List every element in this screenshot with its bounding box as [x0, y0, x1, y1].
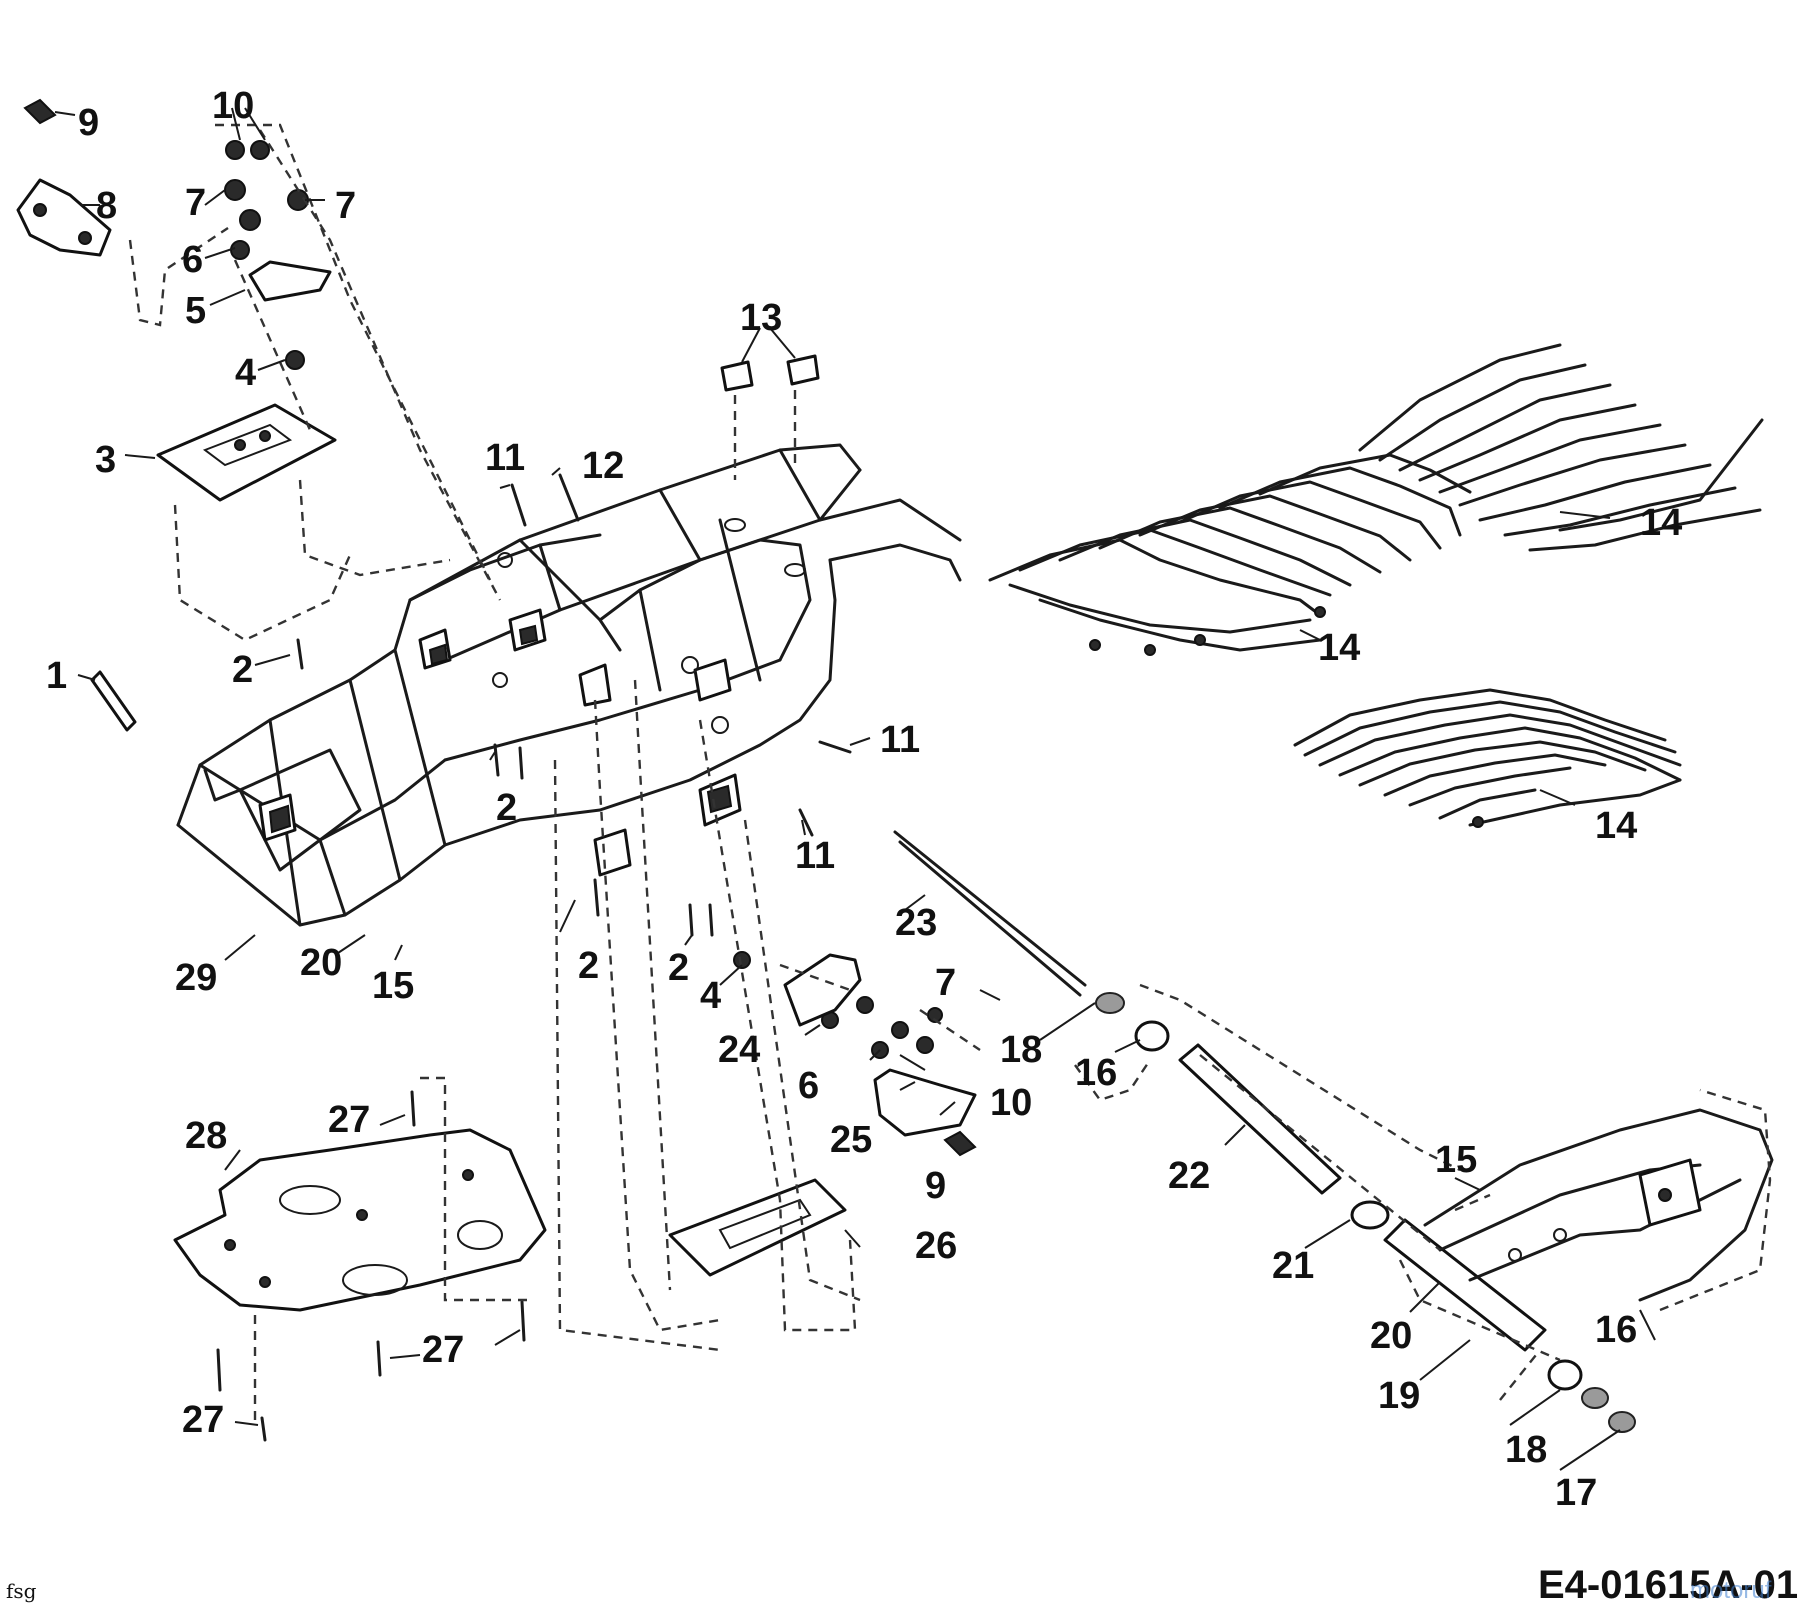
part-24-bracket — [783, 953, 862, 1027]
label-26: 26 — [915, 1225, 957, 1267]
part-18-washer-lower — [1581, 1387, 1609, 1409]
label-10: 10 — [212, 85, 254, 127]
label-7: 7 — [185, 182, 206, 224]
seat-straps-group-lower — [1293, 688, 1682, 828]
label-11: 11 — [485, 437, 525, 479]
label-18: 18 — [1505, 1429, 1547, 1471]
part-19-swingarm — [1383, 1218, 1547, 1352]
part-18-washer-upper — [1095, 992, 1125, 1014]
label-21: 21 — [1272, 1245, 1314, 1287]
part-5-clamp — [248, 260, 332, 302]
label-19: 19 — [1378, 1375, 1420, 1417]
label-9: 9 — [78, 102, 99, 144]
part-3-top-plate — [156, 403, 337, 502]
label-15: 15 — [1435, 1139, 1477, 1181]
part-13-cap-right — [786, 354, 820, 386]
seat-straps-group-middle — [988, 453, 1472, 656]
label-10: 10 — [990, 1082, 1032, 1124]
label-16: 16 — [1075, 1052, 1117, 1094]
label-5: 5 — [185, 290, 206, 332]
seat-straps-group-upper — [1358, 343, 1764, 552]
part-9-bolt-lower — [943, 1130, 977, 1157]
label-2: 2 — [232, 649, 253, 691]
label-28: 28 — [185, 1115, 227, 1157]
label-2: 2 — [668, 947, 689, 989]
label-27: 27 — [182, 1399, 224, 1441]
label-7: 7 — [335, 185, 356, 227]
label-9: 9 — [925, 1165, 946, 1207]
part-13-cap-left — [720, 360, 754, 392]
label-27: 27 — [328, 1099, 370, 1141]
label-3: 3 — [95, 439, 116, 481]
label-11: 11 — [880, 719, 920, 761]
label-29: 29 — [175, 957, 217, 999]
label-14: 14 — [1640, 502, 1682, 544]
label-6: 6 — [798, 1065, 819, 1107]
part-16-bushing-upper — [1134, 1020, 1170, 1052]
leader-lines — [54, 107, 1656, 1471]
corner-tag: fsg — [6, 1579, 37, 1603]
drawing-code: E4-01615A-01 — [1538, 1563, 1798, 1606]
main-frame — [176, 443, 962, 927]
label-18: 18 — [1000, 1029, 1042, 1071]
label-22: 22 — [1168, 1155, 1210, 1197]
label-24: 24 — [718, 1029, 760, 1071]
label-6: 6 — [182, 239, 203, 281]
label-14: 14 — [1595, 805, 1637, 847]
part-23-axle-bolt — [893, 830, 1087, 987]
part-25-bracket — [873, 1068, 977, 1137]
label-2: 2 — [496, 787, 517, 829]
label-4: 4 — [235, 352, 256, 394]
fasteners-upper — [224, 140, 309, 370]
part-22-tube — [1178, 1043, 1342, 1195]
label-14: 14 — [1318, 627, 1360, 669]
label-25: 25 — [830, 1119, 872, 1161]
label-17: 17 — [1555, 1472, 1597, 1514]
part-1-bar — [90, 670, 137, 732]
label-12: 12 — [582, 445, 624, 487]
label-20: 20 — [300, 942, 342, 984]
part-17-nut — [1608, 1411, 1636, 1433]
label-13: 13 — [740, 297, 782, 339]
label-2: 2 — [578, 945, 599, 987]
part-16-bushing-lower — [1547, 1359, 1583, 1391]
label-16: 16 — [1595, 1309, 1637, 1351]
label-11: 11 — [795, 835, 835, 877]
label-15: 15 — [372, 965, 414, 1007]
label-20: 20 — [1370, 1315, 1412, 1357]
part-9-bolt-upper — [23, 98, 57, 125]
part-26-footrest-plate — [668, 1178, 847, 1277]
part-21-bushing — [1350, 1200, 1390, 1230]
label-4: 4 — [700, 975, 721, 1017]
part-labels: 1 2 2 2 2 3 4 4 5 6 6 7 7 7 8 9 9 10 10 … — [46, 85, 1682, 1514]
swingarm-assembly — [1423, 1108, 1774, 1302]
label-8: 8 — [96, 185, 117, 227]
assembly-guide-lines — [128, 123, 1772, 1420]
label-1: 1 — [46, 655, 67, 697]
label-27: 27 — [422, 1329, 464, 1371]
label-23: 23 — [895, 902, 937, 944]
watermark: motoruf — [1690, 1577, 1772, 1604]
fasteners-lower — [733, 951, 943, 1059]
label-7: 7 — [935, 962, 956, 1004]
